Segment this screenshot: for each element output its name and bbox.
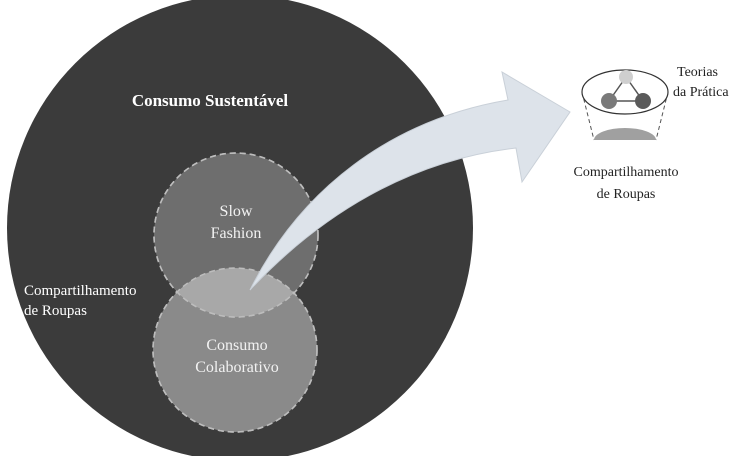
teorias-label-line1: Teorias xyxy=(677,65,718,80)
slow-fashion-label-line2: Fashion xyxy=(211,225,262,242)
curved-arrow xyxy=(249,70,571,291)
icon-caption-line1: Compartilhamento xyxy=(574,165,679,180)
cone-base xyxy=(594,128,656,140)
consumo-colaborativo-label-line1: Consumo xyxy=(206,337,267,354)
slow-fashion-label-line1: Slow xyxy=(220,203,253,220)
consumo-colaborativo-label-line2: Colaborativo xyxy=(195,359,279,376)
consumo-colaborativo-outline xyxy=(152,267,318,433)
teorias-label-line2: da Prática xyxy=(673,85,729,100)
icon-caption-line2: de Roupas xyxy=(597,187,656,202)
theory-of-practice-icon xyxy=(581,69,669,141)
consumo-sustentavel-title: Consumo Sustentável xyxy=(132,91,289,110)
practice-node-left xyxy=(601,93,617,109)
slow-fashion-outline xyxy=(153,152,319,318)
sharing-label-line1: Compartilhamento xyxy=(24,283,136,299)
practice-node-right xyxy=(635,93,651,109)
cone-right-edge xyxy=(655,91,669,141)
cone-left-edge xyxy=(581,91,595,141)
practice-node-top xyxy=(619,70,633,84)
sharing-label-line2: de Roupas xyxy=(24,303,87,319)
